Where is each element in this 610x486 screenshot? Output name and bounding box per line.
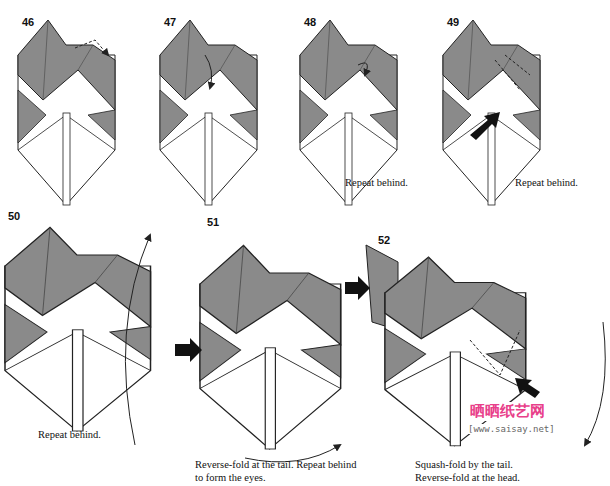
- step-number: 49: [447, 16, 459, 28]
- step-figure: [200, 246, 341, 450]
- step-number: 52: [378, 234, 390, 246]
- step-number: 48: [304, 16, 316, 28]
- step-number: 51: [207, 216, 219, 228]
- step-number: 46: [22, 16, 34, 28]
- watermark-url: [www.saisay.net]: [466, 424, 557, 434]
- caption-text: Repeat behind.: [515, 176, 578, 189]
- caption-text: Reverse-fold at the tail. Repeat behind …: [195, 458, 360, 484]
- caption-text: Repeat behind.: [38, 428, 101, 441]
- step-number: 47: [164, 16, 176, 28]
- step-figure: [160, 20, 257, 205]
- step-number: 50: [8, 210, 20, 222]
- caption-text: Squash-fold by the tail. Reverse-fold at…: [415, 458, 545, 484]
- step-figure: [5, 228, 151, 432]
- watermark: 晒晒纸艺网: [468, 402, 547, 421]
- caption-text: Repeat behind.: [345, 176, 408, 189]
- step-figure: [18, 20, 115, 205]
